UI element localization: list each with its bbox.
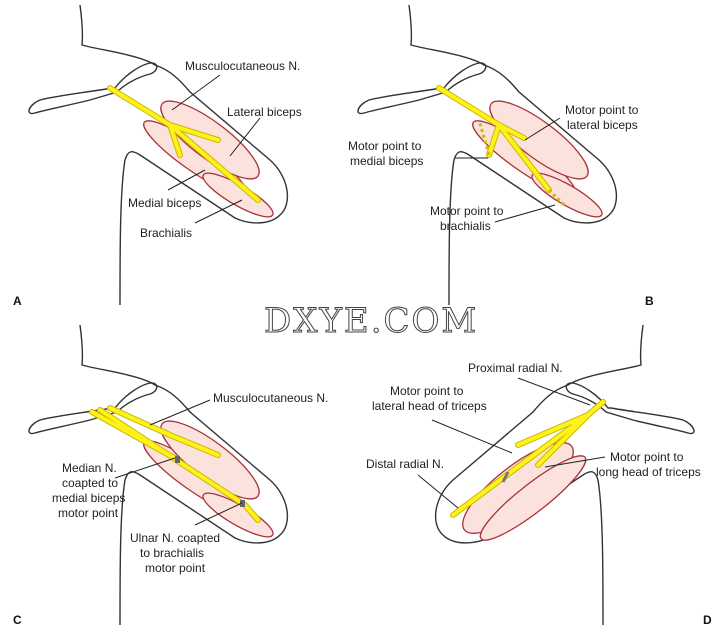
label-musculocutaneous-c: Musculocutaneous N. (213, 391, 328, 405)
label-motor-medial-1: Motor point to (348, 139, 422, 153)
label-lateral-head-1: Motor point to (390, 384, 464, 398)
panel-a: Musculocutaneous N. Lateral biceps Media… (13, 4, 302, 308)
panel-letter-d: D (703, 613, 712, 627)
label-motor-brachialis-1: Motor point to (430, 204, 504, 218)
panel-letter-c: C (13, 613, 22, 627)
label-musculocutaneous: Musculocutaneous N. (185, 59, 300, 73)
label-distal-radial: Distal radial N. (366, 457, 444, 471)
panel-letter-a: A (13, 294, 22, 308)
label-motor-medial-2: medial biceps (350, 154, 423, 168)
label-lateral-biceps: Lateral biceps (227, 105, 302, 119)
label-proximal-radial: Proximal radial N. (468, 361, 563, 375)
label-medial-biceps: Medial biceps (128, 196, 201, 210)
label-motor-brachialis-2: brachialis (440, 219, 491, 233)
panel-d: Proximal radial N. Motor point to latera… (366, 324, 712, 627)
label-ulnar-1: Ulnar N. coapted (130, 531, 220, 545)
panel-b: Motor point to lateral biceps Motor poin… (348, 4, 654, 308)
label-median-2: coapted to (62, 476, 118, 490)
label-long-head-1: Motor point to (610, 450, 684, 464)
label-median-1: Median N. (62, 461, 117, 475)
label-lateral-head-2: lateral head of triceps (372, 399, 487, 413)
label-motor-lateral-2: lateral biceps (567, 118, 638, 132)
label-brachialis: Brachialis (140, 226, 192, 240)
label-median-3: medial biceps (52, 491, 125, 505)
label-motor-lateral-1: Motor point to (565, 103, 639, 117)
label-long-head-2: long head of triceps (596, 465, 701, 479)
musculocutaneous-nerve (107, 85, 261, 203)
panel-c: Musculocutaneous N. Median N. coapted to… (13, 324, 328, 627)
label-ulnar-2: to brachialis (140, 546, 204, 560)
label-ulnar-3: motor point (145, 561, 206, 575)
watermark: DXYE.COM (264, 301, 478, 341)
label-median-4: motor point (58, 506, 119, 520)
panel-letter-b: B (645, 294, 654, 308)
